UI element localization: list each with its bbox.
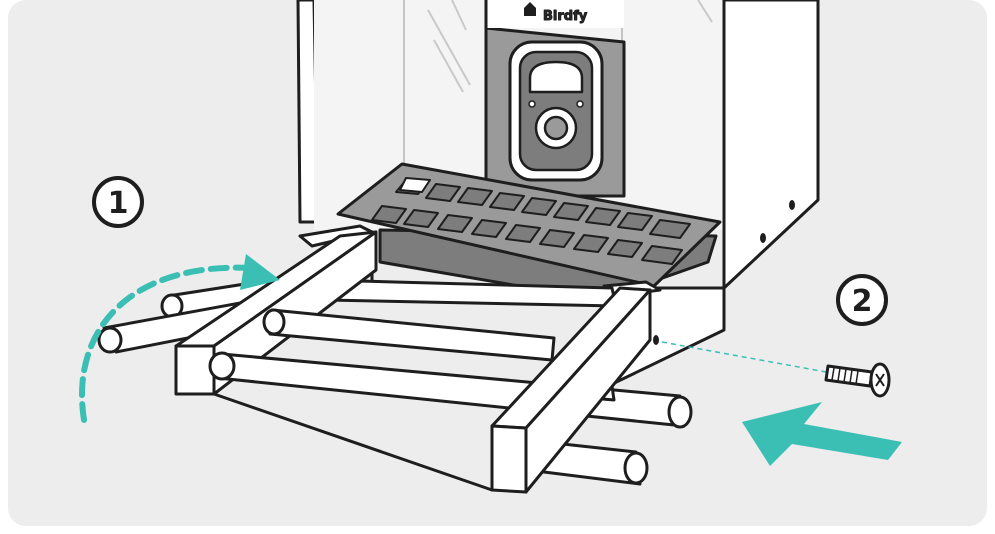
perch-rod-end	[264, 310, 284, 334]
perch-right-crossbar-front	[492, 426, 526, 492]
perch-rod-end	[625, 453, 647, 483]
camera-lens-window	[530, 62, 582, 92]
step-2-badge: 2	[838, 276, 886, 324]
screw-hole	[789, 200, 795, 210]
perch-rod-end	[99, 328, 121, 352]
camera-sensor	[529, 101, 535, 107]
brand-name: Birdfy	[543, 9, 588, 24]
step-2-number: 2	[852, 284, 873, 319]
camera-button	[545, 117, 567, 139]
perch-rod-end	[669, 397, 691, 427]
perch-rod-end	[210, 353, 234, 379]
perch-left-crossbar-front	[176, 346, 214, 394]
step-1-number: 1	[108, 186, 129, 221]
screw-hole	[760, 233, 766, 243]
camera-sensor	[577, 101, 583, 107]
mount-screw-hole	[653, 335, 659, 345]
step-1-badge: 1	[94, 178, 142, 226]
